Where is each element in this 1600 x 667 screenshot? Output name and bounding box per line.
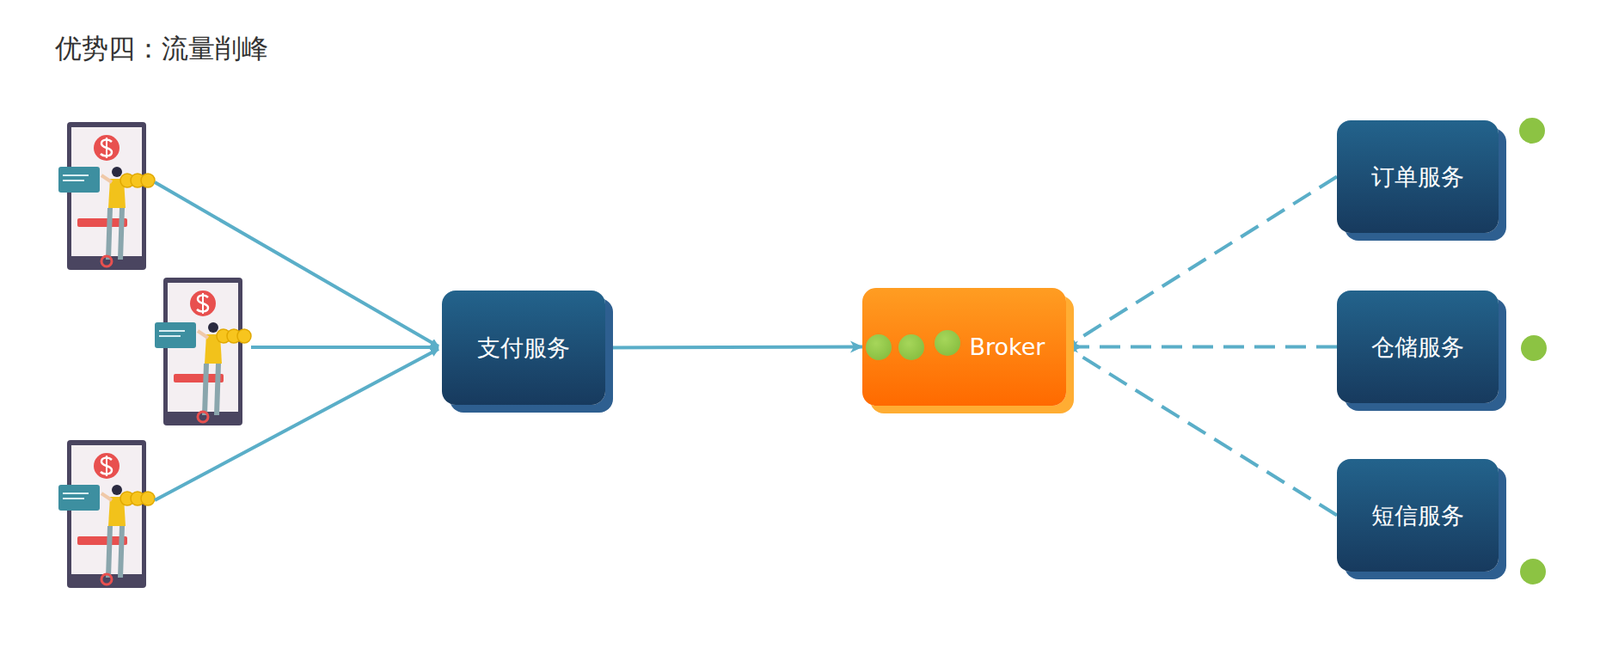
box-label: 订单服务 <box>1371 161 1465 193</box>
box-label: Broker <box>969 333 1046 361</box>
service-box: 仓储服务 <box>1336 290 1499 404</box>
slide-title: 优势四：流量削峰 <box>55 30 269 68</box>
service-box: 支付服务 <box>441 290 606 405</box>
box-label: 仓储服务 <box>1371 331 1465 363</box>
phone-icon <box>154 277 252 426</box>
subscribe-arrow <box>1066 345 1337 350</box>
message-dot <box>898 334 925 361</box>
box-label: 短信服务 <box>1371 500 1465 532</box>
message-arrow <box>605 347 863 349</box>
request-line <box>251 345 439 350</box>
green-dot <box>1519 117 1545 144</box>
request-line <box>154 182 439 347</box>
message-dot <box>934 330 961 356</box>
message-dot <box>865 334 892 361</box>
service-box: 短信服务 <box>1336 459 1499 572</box>
service-box: 订单服务 <box>1336 120 1499 233</box>
phone-icon <box>58 122 155 270</box>
subscribe-arrow <box>1066 177 1337 348</box>
green-dot <box>1520 335 1547 362</box>
request-line <box>154 349 439 501</box>
subscribe-arrow <box>1066 347 1337 516</box>
broker-box: Broker <box>862 288 1067 406</box>
phone-icon <box>58 440 155 589</box>
box-label: 支付服务 <box>477 332 571 364</box>
green-dot <box>1520 558 1546 585</box>
